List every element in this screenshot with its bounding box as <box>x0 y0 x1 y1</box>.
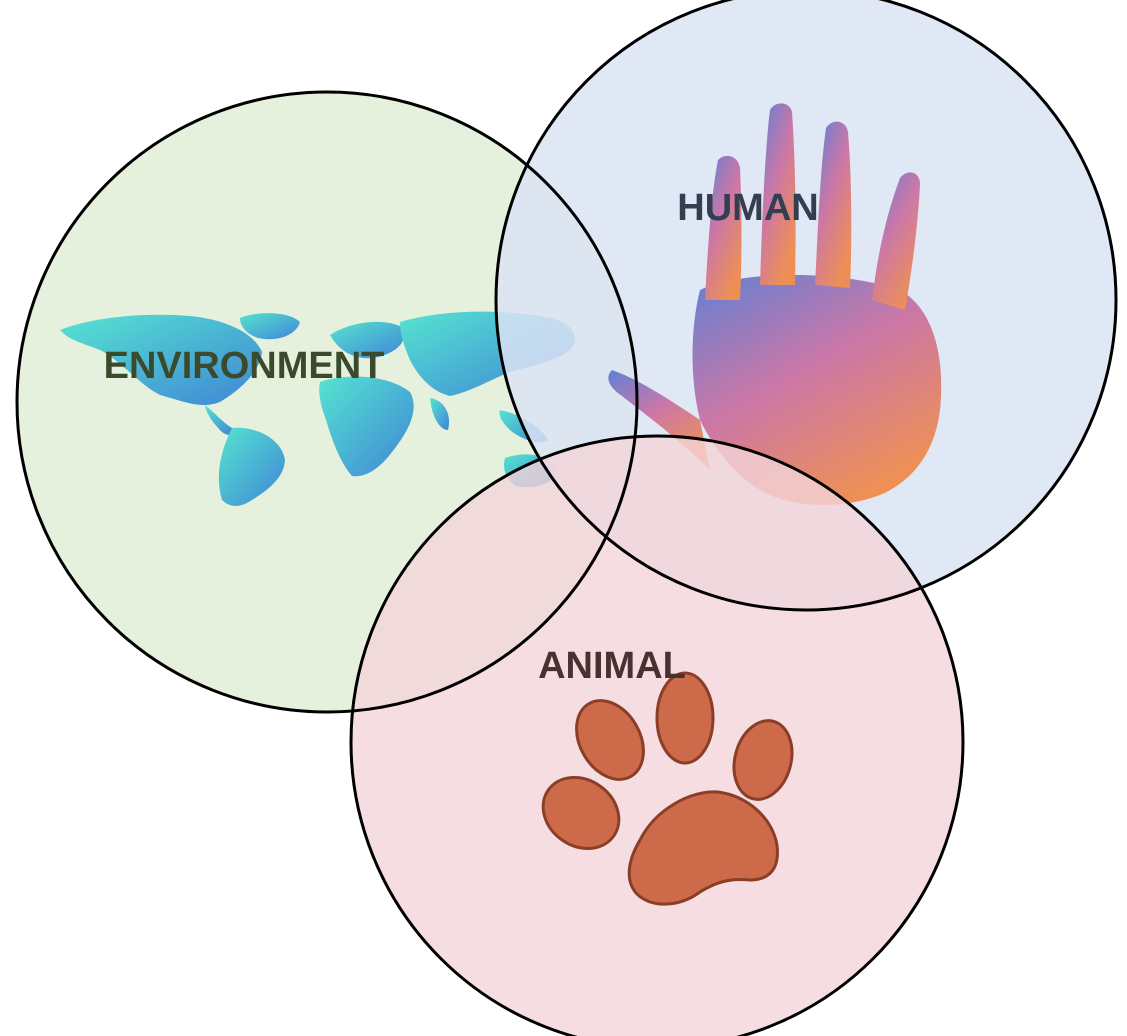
animal-circle-outline <box>349 434 965 1036</box>
animal-label: ANIMAL <box>538 645 686 687</box>
environment-label: ENVIRONMENT <box>104 345 385 387</box>
environment-circle-outline <box>15 90 639 714</box>
human-label: HUMAN <box>677 187 818 229</box>
animal-set <box>351 436 963 1036</box>
human-circle-outline <box>494 0 1118 612</box>
animal-circle <box>351 436 963 1036</box>
paw-print-icon <box>541 671 794 906</box>
